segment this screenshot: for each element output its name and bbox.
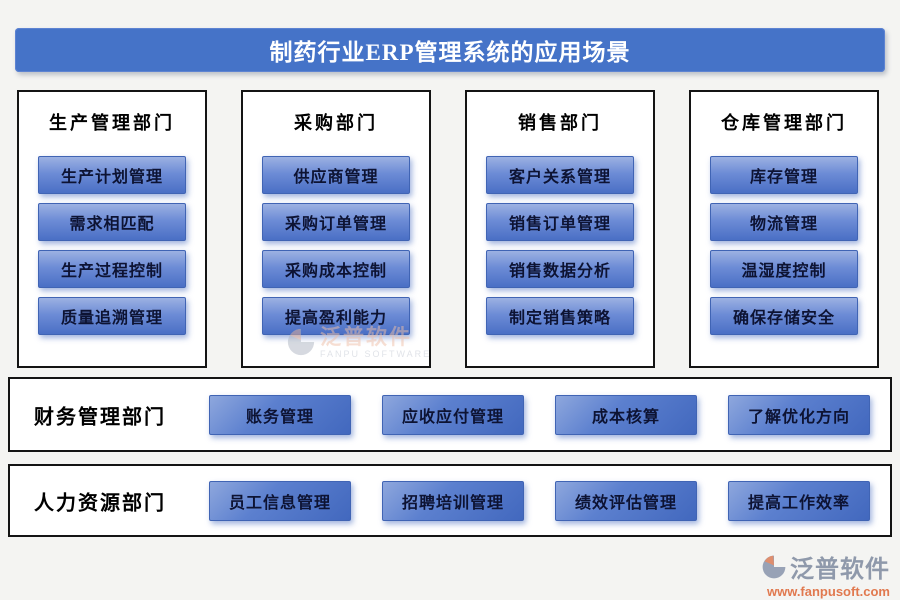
- production-dept-title: 生产管理部门: [49, 113, 175, 133]
- supplier-mgmt-button[interactable]: 供应商管理: [262, 156, 410, 194]
- work-efficiency-button[interactable]: 提高工作效率: [728, 480, 870, 521]
- sales-dept-buttons: 客户关系管理 销售订单管理 销售数据分析 制定销售策略: [467, 156, 653, 335]
- optimization-button[interactable]: 了解优化方向: [728, 394, 870, 435]
- temp-humidity-button[interactable]: 温湿度控制: [710, 250, 858, 288]
- footer-brand-text: 泛普软件: [790, 557, 890, 583]
- storage-safety-button[interactable]: 确保存储安全: [710, 297, 858, 335]
- sales-analytics-button[interactable]: 销售数据分析: [486, 250, 634, 288]
- sales-strategy-button[interactable]: 制定销售策略: [486, 297, 634, 335]
- diagram-title-bar: 制药行业ERP管理系统的应用场景: [15, 28, 885, 72]
- purchasing-dept-title: 采购部门: [294, 113, 378, 133]
- finance-dept-title: 财务管理部门: [34, 406, 166, 428]
- purchase-order-button[interactable]: 采购订单管理: [262, 203, 410, 241]
- fanpu-logo-icon: [762, 555, 786, 578]
- finance-dept-panel: 财务管理部门 账务管理 应收应付管理 成本核算 了解优化方向: [8, 377, 892, 452]
- hr-dept-panel: 人力资源部门 员工信息管理 招聘培训管理 绩效评估管理 提高工作效率: [8, 464, 892, 537]
- sales-order-button[interactable]: 销售订单管理: [486, 203, 634, 241]
- profitability-button[interactable]: 提高盈利能力: [262, 297, 410, 335]
- sales-dept-panel: 销售部门 客户关系管理 销售订单管理 销售数据分析 制定销售策略: [465, 90, 655, 368]
- production-plan-button[interactable]: 生产计划管理: [38, 156, 186, 194]
- cost-accounting-button[interactable]: 成本核算: [555, 394, 697, 435]
- footer-website-link[interactable]: www.fanpusoft.com: [766, 584, 890, 599]
- process-control-button[interactable]: 生产过程控制: [38, 250, 186, 288]
- employee-info-button[interactable]: 员工信息管理: [209, 480, 351, 521]
- crm-button[interactable]: 客户关系管理: [486, 156, 634, 194]
- purchasing-dept-panel: 采购部门 供应商管理 采购订单管理 采购成本控制 提高盈利能力: [241, 90, 431, 368]
- accounting-button[interactable]: 账务管理: [209, 394, 351, 435]
- warehouse-dept-panel: 仓库管理部门 库存管理 物流管理 温湿度控制 确保存储安全: [689, 90, 879, 368]
- ap-ar-button[interactable]: 应收应付管理: [382, 394, 524, 435]
- logistics-mgmt-button[interactable]: 物流管理: [710, 203, 858, 241]
- quality-trace-button[interactable]: 质量追溯管理: [38, 297, 186, 335]
- performance-eval-button[interactable]: 绩效评估管理: [555, 480, 697, 521]
- warehouse-dept-title: 仓库管理部门: [721, 113, 847, 133]
- warehouse-dept-buttons: 库存管理 物流管理 温湿度控制 确保存储安全: [691, 156, 877, 335]
- recruit-training-button[interactable]: 招聘培训管理: [382, 480, 524, 521]
- production-dept-panel: 生产管理部门 生产计划管理 需求相匹配 生产过程控制 质量追溯管理: [17, 90, 207, 368]
- inventory-mgmt-button[interactable]: 库存管理: [710, 156, 858, 194]
- fanpu-footer-logo: 泛普软件 www.fanpusoft.com: [762, 549, 890, 599]
- hr-dept-title: 人力资源部门: [34, 492, 166, 514]
- sales-dept-title: 销售部门: [518, 113, 602, 133]
- hr-dept-buttons: 员工信息管理 招聘培训管理 绩效评估管理 提高工作效率: [209, 480, 870, 521]
- page-title: 制药行业ERP管理系统的应用场景: [269, 40, 631, 65]
- production-dept-buttons: 生产计划管理 需求相匹配 生产过程控制 质量追溯管理: [19, 156, 205, 335]
- finance-dept-buttons: 账务管理 应收应付管理 成本核算 了解优化方向: [209, 394, 870, 435]
- demand-match-button[interactable]: 需求相匹配: [38, 203, 186, 241]
- purchase-cost-button[interactable]: 采购成本控制: [262, 250, 410, 288]
- purchasing-dept-buttons: 供应商管理 采购订单管理 采购成本控制 提高盈利能力: [243, 156, 429, 335]
